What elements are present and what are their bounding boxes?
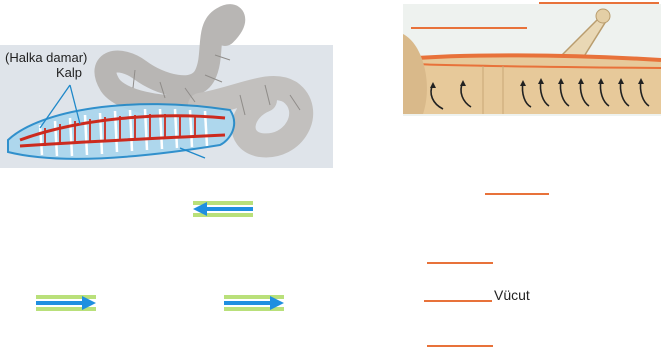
- blank-line-grasshopper: [411, 27, 527, 29]
- earthworm-illustration: (Halka damar) Kalp: [0, 0, 333, 168]
- label-body: Vücut: [494, 287, 530, 303]
- arrow-right-icon: [224, 293, 284, 313]
- blank-line-2: [427, 262, 493, 264]
- label-heart: Kalp: [56, 65, 82, 80]
- blank-line-top-right: [539, 2, 659, 4]
- earthworm-drawing: [0, 0, 333, 168]
- blank-line-3: [427, 345, 493, 347]
- blank-line-1: [485, 193, 549, 195]
- arrow-left-icon: [193, 199, 253, 219]
- grasshopper-drawing: [403, 4, 661, 116]
- label-ring-vessel: (Halka damar): [5, 50, 87, 65]
- grasshopper-illustration: [403, 4, 661, 116]
- arrow-right-icon: [36, 293, 96, 313]
- blank-line-body: [424, 300, 492, 302]
